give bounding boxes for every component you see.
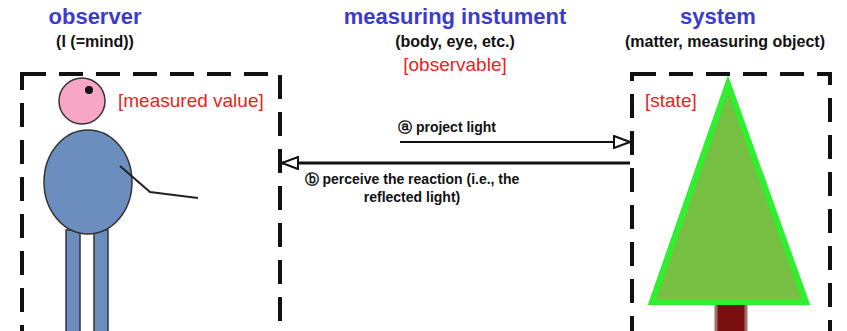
person-body — [44, 130, 132, 234]
observer-title: observer — [49, 4, 142, 29]
observer-box: observer (I (=mind)) [measured value] — [8, 0, 308, 331]
arrow-label: ⓑ perceive the reaction (i.e., the refle… — [305, 171, 520, 206]
person-arm — [120, 166, 198, 198]
dashed-outline-rect — [632, 74, 830, 331]
arrow-label: ⓐ project light — [398, 119, 496, 137]
observer-subtitle: (I (=mind)) — [56, 33, 134, 51]
state-label: [state] — [645, 90, 697, 112]
arrow-connector — [282, 162, 630, 165]
dashed-outline-rect — [22, 74, 280, 331]
person-leg — [94, 230, 108, 331]
person-head — [59, 78, 105, 124]
observable-label: [observable] — [403, 54, 507, 76]
person-eye — [85, 86, 93, 94]
person-leg — [66, 230, 80, 331]
arrow-connector — [400, 141, 630, 143]
system-title: system — [680, 4, 756, 29]
instrument-title: measuring instument — [344, 4, 566, 29]
tree-crown — [652, 84, 806, 302]
measured-value-label: [measured value] — [118, 90, 264, 112]
system-box: system (matter, measuring object) [state] — [620, 0, 847, 331]
instrument-subtitle: (body, eye, etc.) — [395, 33, 515, 51]
system-subtitle: (matter, measuring object) — [625, 33, 825, 51]
